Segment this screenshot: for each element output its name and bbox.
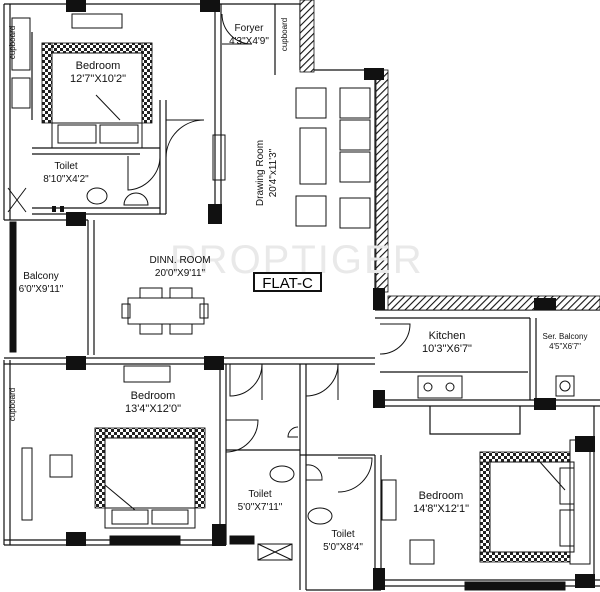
room-name: Drawing Room [255,139,266,207]
toilet-top-label: Toilet 8'10"X4'2" [34,160,98,186]
room-size: 12'7"X10'2" [69,73,127,85]
room-size: 20'4"x11'3" [268,148,279,198]
room-name: DINN. ROOM [149,255,211,266]
room-name: Kitchen [428,330,466,342]
room-name: Toilet [54,161,78,172]
room-name: Balcony [23,271,59,282]
room-name: Toilet [248,489,272,500]
cupboard-label-3: cupboard [280,17,290,52]
toilet-br-label: Toilet 5'0"X8'4" [312,528,374,554]
foyer-label: Foryer 4'3"X4'9" [222,22,276,48]
bedroom-top-label: Bedroom 12'7"X10'2" [60,60,136,86]
room-size: 5'0"X8'4" [323,542,363,553]
kitchen-label: Kitchen 10'3"X6'7" [414,330,480,356]
columns [66,0,595,590]
room-name: Foryer [234,23,264,34]
toilet-mid-label: Toilet 5'0"X7'11" [228,488,292,514]
ser-balcony-label: Ser. Balcony 4'5"X6'7" [537,332,593,352]
room-name: Bedroom [418,490,464,502]
room-size: 8'10"X4'2" [43,174,89,185]
room-size: 13'4"X12'0" [124,403,182,415]
room-size: 4'5"X6'7" [549,342,581,351]
watermark: PROPTIGER [170,238,424,282]
room-size: 14'8"X12'1" [412,503,470,515]
furniture [7,13,591,591]
flat-label: FLAT-C [253,272,322,292]
tap-icons [52,206,64,212]
drawing-room-label: Drawing Room 20'4"x11'3" [254,128,280,218]
room-size: 4'3"X4'9" [229,36,269,47]
bedroom-br-label: Bedroom 14'8"X12'1" [402,490,480,516]
bedroom-bl-label: Bedroom 13'4"X12'0" [112,390,194,416]
room-name: Bedroom [75,60,121,72]
cupboard-label-2: cupboard [8,387,18,422]
room-size: 6'0"X9'11" [18,284,64,295]
room-name: Ser. Balcony [542,332,588,341]
doors [127,3,411,493]
room-size: 20'0"X9'11" [154,268,206,279]
room-name: Bedroom [130,390,176,402]
balcony-label: Balcony 6'0"X9'11" [8,270,74,296]
room-name: Toilet [331,529,355,540]
room-size: 10'3"X6'7" [422,343,472,355]
dinning-room-label: DINN. ROOM 20'0"X9'11" [132,254,228,280]
room-size: 5'0"X7'11" [237,502,283,513]
cupboard-label-1: cupboard [8,25,18,60]
